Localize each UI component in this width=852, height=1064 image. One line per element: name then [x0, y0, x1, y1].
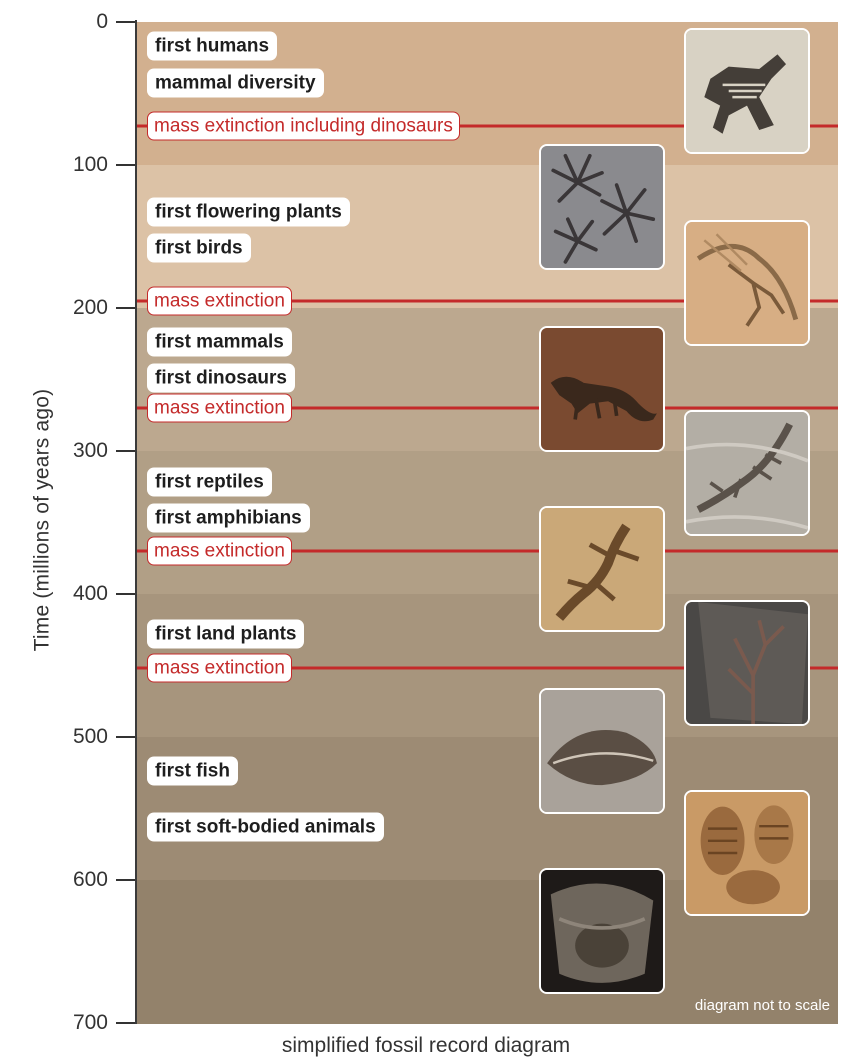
y-tick-label: 200	[52, 296, 108, 320]
y-tick-label: 400	[52, 582, 108, 606]
y-tick-mark	[116, 1022, 136, 1024]
y-tick-mark	[116, 736, 136, 738]
event-label: first soft-bodied animals	[147, 813, 384, 842]
amphibian-fossil-image	[539, 506, 665, 632]
y-tick-label: 100	[52, 153, 108, 177]
y-tick-mark	[116, 21, 136, 23]
bird-fossil-image	[684, 220, 810, 346]
y-tick-label: 700	[52, 1011, 108, 1035]
event-label: first land plants	[147, 620, 304, 649]
y-tick-label: 600	[52, 868, 108, 892]
mass-extinction-label: mass extinction	[147, 286, 292, 315]
y-tick-mark	[116, 307, 136, 309]
land-plant-fossil-image	[684, 600, 810, 726]
event-label: first birds	[147, 233, 251, 262]
event-label: first reptiles	[147, 468, 272, 497]
event-label: first humans	[147, 32, 277, 61]
y-tick-mark	[116, 593, 136, 595]
event-label: first mammals	[147, 328, 292, 357]
event-label: mammal diversity	[147, 69, 324, 98]
fish-fossil-image	[539, 688, 665, 814]
y-axis-label: Time (millions of years ago)	[30, 389, 54, 652]
trilobite-fossil-image	[684, 790, 810, 916]
y-tick-mark	[116, 164, 136, 166]
dinosaur-fossil-image	[539, 326, 665, 452]
mass-extinction-label: mass extinction	[147, 654, 292, 683]
event-label: first flowering plants	[147, 198, 350, 227]
event-label: first fish	[147, 757, 238, 786]
y-tick-mark	[116, 450, 136, 452]
mass-extinction-label: mass extinction	[147, 394, 292, 423]
diagram-caption: simplified fossil record diagram	[0, 1034, 852, 1058]
event-label: first amphibians	[147, 504, 310, 533]
timeline-plot: first humans mammal diversity mass extinct…	[137, 20, 838, 1024]
mass-extinction-label: mass extinction including dinosaurs	[147, 112, 460, 141]
soft-bodied-fossil-image	[539, 868, 665, 994]
event-label: first dinosaurs	[147, 364, 295, 393]
y-tick-label: 0	[52, 10, 108, 34]
y-tick-mark	[116, 879, 136, 881]
mass-extinction-label: mass extinction	[147, 537, 292, 566]
plant-fossil-image	[539, 144, 665, 270]
y-tick-label: 500	[52, 725, 108, 749]
y-tick-label: 300	[52, 439, 108, 463]
reptile-fossil-image	[684, 410, 810, 536]
not-to-scale-note: diagram not to scale	[695, 997, 830, 1014]
horse-fossil-image	[684, 28, 810, 154]
